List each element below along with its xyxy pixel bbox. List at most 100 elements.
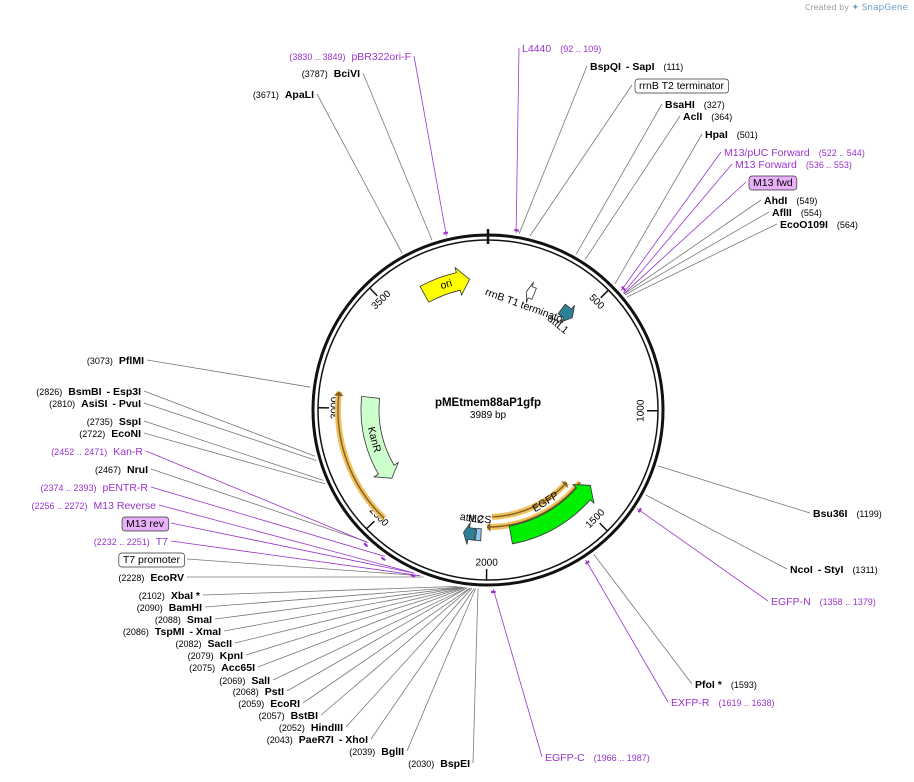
site-label-xbai[interactable]: XbaI *(2102) [139,590,201,602]
site-name: Bsu36I [813,508,848,520]
site-label-hindiii[interactable]: HindIII (2052) [279,722,343,734]
site-label-pbr322ori-f[interactable]: pBR322ori-F(3830 .. 3849) [289,51,411,63]
site-label-nrui[interactable]: NruI(2467) [95,464,148,476]
site-position: (1619 .. 1638) [719,698,775,708]
site-label-egfp-c[interactable]: EGFP-C(1966 .. 1987) [545,752,650,764]
site-label-paer7i[interactable]: PaeR7I- XhoI(2043) [267,734,368,746]
site-label-m13-puc-forward[interactable]: M13/pUC Forward(522 .. 544) [724,147,865,159]
site-name: PflMI [119,355,144,367]
ruler-label-2000: 2000 [476,558,499,569]
feature-attl2[interactable] [463,522,477,545]
site-label-ncoi[interactable]: NcoI- StyI(1311) [790,564,878,576]
site-name: M13 rev [126,518,165,530]
leader-line-m13-reverse [158,504,415,574]
site-position: (3787) [302,69,328,79]
site-name: XbaI * [171,590,201,602]
site-label-acc65i[interactable]: Acc65I(2075) [189,662,255,674]
site-label-smai[interactable]: SmaI(2088) [155,614,212,626]
site-box [121,516,170,532]
leader-line-tspmi [223,586,463,632]
site-label-kpni[interactable]: KpnI(2079) [188,650,243,662]
site-label-econi[interactable]: EcoNI(2722) [79,428,141,440]
site-label-bspei[interactable]: BspEI(2030) [408,758,470,770]
site-label-psti[interactable]: PstI(2068) [233,686,284,698]
site-label-ecori[interactable]: EcoRI(2059) [238,698,300,710]
site-label-t7[interactable]: T7(2232 .. 2251) [94,536,168,548]
site-label-asisi[interactable]: AsiSI- PvuI(2810) [49,398,141,410]
site-label-rrnb-t2-terminator[interactable]: rrnB T2 terminator [634,78,729,94]
site-position: (2232 .. 2251) [94,537,150,547]
site-position: (536 .. 553) [806,160,852,170]
site-label-bsmbi[interactable]: BsmBI- Esp3I(2826) [36,386,141,398]
primer-site-m13-puc-forward [621,286,626,291]
orf-core-1 [486,481,581,528]
site-name: pENTR-R [102,482,148,494]
site-label-exfp-r[interactable]: EXFP-R(1619 .. 1638) [671,697,775,709]
feature-attl1[interactable] [557,303,575,324]
site-label-m13-rev[interactable]: M13 rev [121,516,170,532]
feature-rrnb-t1-terminator[interactable] [526,281,537,303]
site-label-t7-promoter[interactable]: T7 promoter [118,552,185,568]
site-name: M13 Forward [735,159,797,171]
site-label-sacii[interactable]: SacII(2082) [175,638,232,650]
leader-line-bstbi [320,587,471,716]
feature-ori[interactable] [419,266,471,303]
site-label-pflmi[interactable]: PflMI(3073) [87,355,144,367]
feature-kanr[interactable] [360,395,400,479]
site-label-tspmi[interactable]: TspMI- XmaI(2086) [123,626,221,638]
site-label-m13-fwd[interactable]: M13 fwd [748,175,798,191]
site-label-hpai[interactable]: HpaI(501) [705,129,758,141]
site-position: (2735) [87,417,113,427]
site-label-acli[interactable]: AclI(364) [683,111,732,123]
label-leader-lines [143,47,811,764]
leader-line-pentr-r [150,486,386,557]
leader-line-bspqi [518,65,588,234]
site-label-ecoo109i[interactable]: EcoO109I(564) [780,219,858,231]
site-label-bsu36i[interactable]: Bsu36I(1199) [813,508,882,520]
site-position: (2052) [279,723,305,733]
site-label-sspi[interactable]: SspI(2735) [87,416,141,428]
leader-line-xbai [202,586,458,596]
site-label-bspqi[interactable]: BspQI- SapI(111) [590,61,683,73]
site-name: BglII [381,746,404,758]
feature-mcs[interactable] [475,528,482,542]
leader-line-pfoi [593,554,693,685]
site-label-pentr-r[interactable]: pENTR-R(2374 .. 2393) [40,482,148,494]
site-label-bcivi[interactable]: BciVI(3787) [302,68,360,80]
site-label-sali[interactable]: SalI(2069) [219,675,270,687]
leader-line-egfp-c [492,588,543,758]
site-label-aflii[interactable]: AflII(554) [772,207,822,219]
site-label-pfoi[interactable]: PfoI *(1593) [695,679,757,691]
site-label-kan-r[interactable]: Kan-R(2452 .. 2471) [51,446,143,458]
site-label-m13-forward[interactable]: M13 Forward (536 .. 553) [735,159,852,171]
site-label-bstbi[interactable]: BstBI(2057) [259,710,319,722]
site-label-ahdi[interactable]: AhdI(549) [764,195,817,207]
leader-line-rrnb-t2-terminator [529,84,633,237]
leader-line-econi [143,432,326,485]
site-position: (2057) [259,711,285,721]
site-name: SmaI [187,614,212,626]
site-name: BsmBI [68,386,101,398]
site-label-l4440[interactable]: L4440(92 .. 109) [522,43,601,55]
site-name: Kan-R [113,446,143,458]
site-label-bsahi[interactable]: BsaHI(327) [665,99,725,111]
leader-line-sacii [234,586,464,644]
site-name: M13 fwd [753,177,793,189]
leader-line-bspei [472,588,479,764]
ruler-tick-2500 [365,520,375,530]
site-label-egfp-n[interactable]: EGFP-N(1358 .. 1379) [771,596,876,608]
site-label-ecorv[interactable]: EcoRV(2228) [118,572,184,584]
site-name: HindIII [311,722,343,734]
site-box [748,175,798,191]
site-label-bamhi[interactable]: BamHI(2090) [137,602,202,614]
site-name: HpaI [705,129,728,141]
site-name: EcoRV [150,572,184,584]
primer-site-l4440 [514,228,519,232]
site-name: pBR322ori-F [351,51,411,63]
site-label-apali[interactable]: ApaLI(3671) [253,89,314,101]
site-label-bglii[interactable]: BglII(2039) [349,746,404,758]
primer-site-m13-reverse [410,573,416,578]
site-label-m13-reverse[interactable]: M13 Reverse(2256 .. 2272) [32,500,157,512]
feature-egfp[interactable] [508,484,595,545]
site-name: EGFP-N [771,596,811,608]
